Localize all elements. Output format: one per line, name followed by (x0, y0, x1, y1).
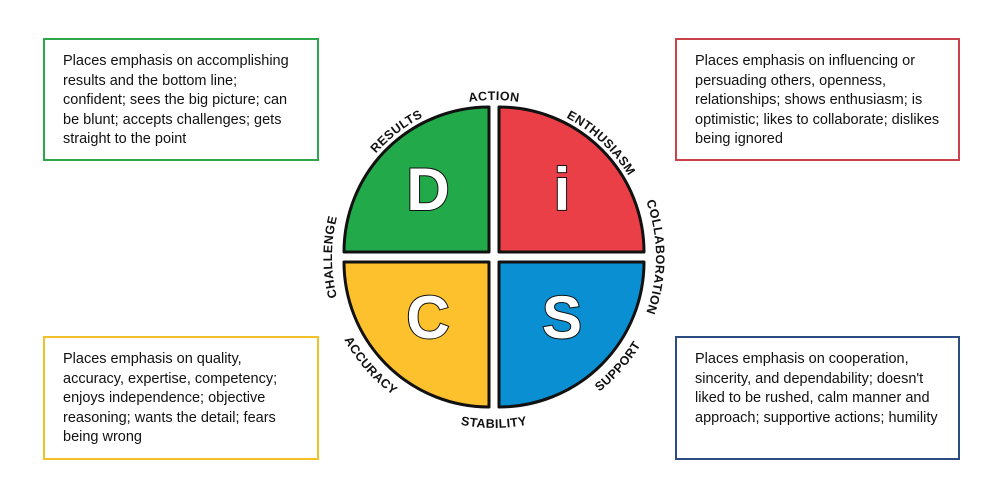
letter-d: D (406, 156, 449, 223)
description-box-c: Places emphasis on quality, accuracy, ex… (43, 336, 319, 460)
letter-c: C (406, 284, 449, 351)
quadrant-d (342, 105, 491, 254)
letter-i: i (554, 156, 571, 223)
description-text-s: Places emphasis on cooperation, sincerit… (695, 351, 938, 426)
description-box-i: Places emphasis on influencing or persua… (675, 38, 960, 161)
description-text-i: Places emphasis on influencing or persua… (695, 53, 940, 147)
description-text-d: Places emphasis on accomplishing results… (63, 53, 289, 147)
description-box-s: Places emphasis on cooperation, sincerit… (675, 336, 960, 460)
quadrant-c (342, 260, 491, 409)
quadrant-s (497, 260, 646, 409)
label-challenge: CHALLENGE (321, 214, 340, 299)
label-collaboration: COLLABORATION (643, 198, 667, 317)
quadrant-i (497, 105, 646, 254)
label-action: ACTION (468, 89, 521, 105)
letter-s: S (542, 284, 582, 351)
label-stability: STABILITY (460, 414, 528, 431)
description-text-c: Places emphasis on quality, accuracy, ex… (63, 351, 278, 445)
description-box-d: Places emphasis on accomplishing results… (43, 38, 319, 161)
